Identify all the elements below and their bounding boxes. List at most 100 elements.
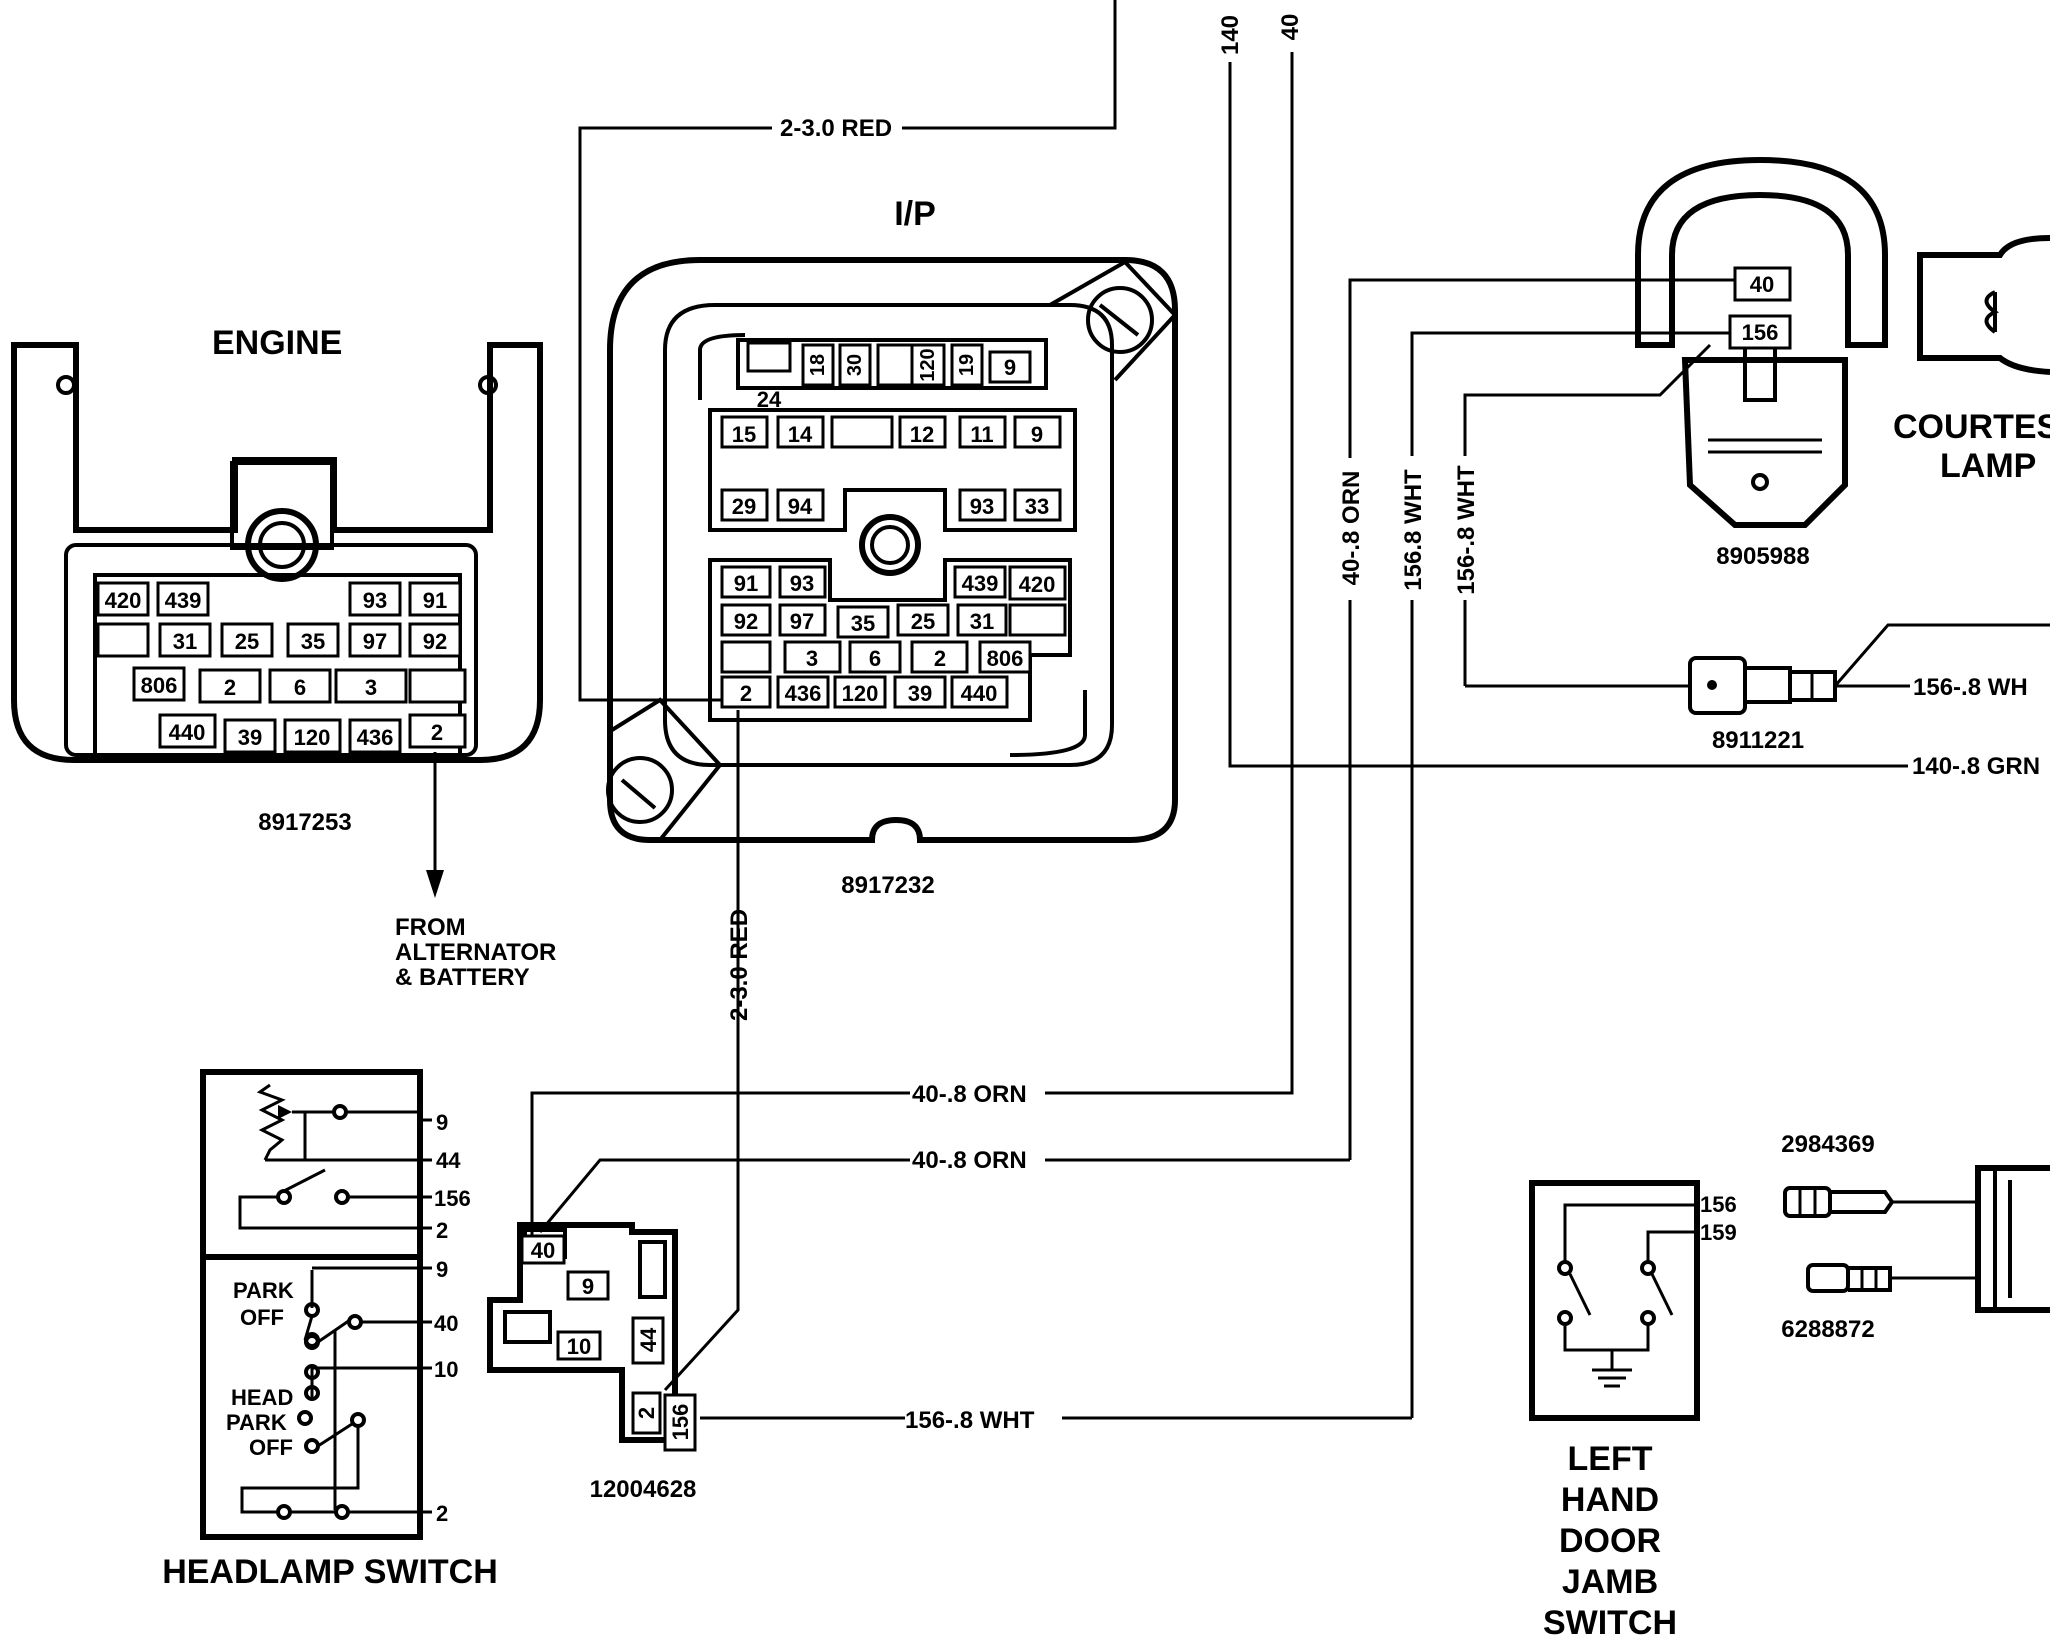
svg-text:35: 35 (301, 629, 325, 654)
engine-cell: 31 (158, 622, 212, 658)
ip-cell: 93 (778, 565, 827, 599)
door-jamb-title-3: DOOR (1559, 1522, 1661, 1560)
svg-text:40: 40 (1750, 272, 1774, 297)
svg-text:9: 9 (436, 1257, 448, 1282)
ip-cell: 91 (720, 565, 772, 599)
svg-text:440: 440 (961, 681, 998, 706)
engine-fuse-block: ENGINE 420 439 93 91 31 25 35 97 92 806 … (11, 324, 543, 836)
engine-cell: 91 (408, 581, 462, 617)
ip-cell: 440 (950, 675, 1009, 709)
wire-2-red-vertical: 2-3.0 RED (663, 710, 753, 1392)
svg-text:9: 9 (436, 1110, 448, 1135)
svg-text:420: 420 (1019, 572, 1056, 597)
svg-text:93: 93 (790, 571, 814, 596)
engine-cell: 92 (408, 622, 462, 658)
svg-text:25: 25 (235, 629, 259, 654)
ip-cell: 18 (801, 343, 835, 387)
right-connectors: 2984369 6288872 (1781, 1131, 2050, 1343)
headlamp-lower-pins: 9 40 10 2 (434, 1257, 458, 1526)
svg-text:2: 2 (634, 1407, 659, 1419)
door-jamb-pin-159: 159 (1700, 1220, 1737, 1245)
engine-cell: 436 (348, 718, 402, 754)
svg-text:156.8 WHT: 156.8 WHT (1400, 469, 1427, 591)
ip-cell: 35 (836, 605, 890, 639)
headlamp-switch: 9 44 156 2 9 (162, 1069, 498, 1591)
lamp-title-line-2: LAMP (1940, 447, 2036, 485)
svg-text:40-.8 ORN: 40-.8 ORN (912, 1081, 1027, 1108)
ip-cell: 97 (778, 603, 827, 637)
lamp-part-number: 8905988 (1716, 543, 1809, 570)
svg-text:94: 94 (788, 494, 813, 519)
wire-156-wht-vertical: 156.8 WHT (1400, 331, 1735, 1418)
svg-text:2: 2 (934, 646, 946, 671)
from-note-line-3: & BATTERY (395, 964, 530, 991)
svg-text:120: 120 (294, 725, 331, 750)
engine-cell: 440 (158, 713, 217, 749)
ip-cell: 2 (910, 640, 969, 674)
svg-text:12: 12 (910, 422, 934, 447)
svg-text:97: 97 (363, 629, 387, 654)
svg-text:10: 10 (567, 1334, 591, 1359)
ip-cell: 39 (893, 675, 947, 709)
svg-text:2: 2 (436, 1501, 448, 1526)
svg-text:93: 93 (363, 588, 387, 613)
wire-156-wht-lamp-feed: 156-.8 WHT (1453, 343, 1712, 688)
engine-cell: 3 (334, 668, 408, 704)
ip-cell: 6 (848, 640, 902, 674)
ip-lower-group: 91 93 439 420 92 97 35 25 31 3 6 2 806 2… (708, 558, 1072, 722)
engine-cell: 6 (268, 668, 332, 704)
wire-40-orn-upper: 40-.8 ORN (530, 1081, 1027, 1238)
ip-cell: 93 (958, 488, 1007, 522)
engine-cell: 35 (286, 622, 340, 658)
ip-cell: 120 (833, 675, 887, 709)
engine-cell: 420 (96, 581, 150, 617)
svg-text:25: 25 (911, 609, 935, 634)
lamp-cell-40: 40 (1733, 266, 1792, 302)
svg-text:30: 30 (844, 354, 866, 376)
svg-text:15: 15 (732, 422, 756, 447)
wire-156-wht-bottom: 156-.8 WHT (700, 1407, 1412, 1434)
svg-text:156-.8 WHT: 156-.8 WHT (905, 1407, 1035, 1434)
svg-text:2: 2 (224, 675, 236, 700)
svg-text:2: 2 (436, 1218, 448, 1243)
ip-cell: 24 (746, 341, 792, 412)
lamp-cell-156: 156 (1728, 314, 1792, 350)
door-jamb-title-2: HAND (1561, 1481, 1659, 1519)
svg-text:31: 31 (970, 609, 994, 634)
svg-text:440: 440 (169, 720, 206, 745)
svg-text:24: 24 (757, 387, 782, 412)
wire-40-orn-lower: 40-.8 ORN (538, 1147, 1350, 1233)
ip-cell: 94 (776, 488, 825, 522)
lamp-title-line-1: COURTES (1893, 408, 2050, 446)
svg-text:91: 91 (734, 571, 758, 596)
ip-cell: 9 (1013, 415, 1062, 449)
svg-text:140: 140 (1217, 15, 1244, 55)
svg-text:40: 40 (1277, 14, 1304, 41)
connector-part-upper: 2984369 (1781, 1131, 1874, 1158)
svg-text:39: 39 (238, 725, 262, 750)
svg-text:11: 11 (970, 422, 993, 447)
engine-cells: 420 439 93 91 31 25 35 97 92 806 2 6 3 4… (96, 581, 467, 754)
engine-cell: 439 (156, 581, 210, 617)
svg-text:2: 2 (431, 720, 443, 745)
svg-text:420: 420 (105, 588, 142, 613)
wire-top-red: 2-3.0 RED (578, 0, 1117, 702)
ip-cell: 11 (958, 415, 1007, 449)
svg-text:PARK: PARK (226, 1410, 287, 1435)
svg-text:156: 156 (668, 1404, 693, 1441)
connector-8911221: 8911221 (1688, 656, 1837, 754)
svg-text:14: 14 (788, 422, 813, 447)
connector-cell-40: 40 (520, 1234, 566, 1265)
svg-text:92: 92 (423, 629, 447, 654)
courtesy-lamp: 40 156 8905988 COURTES LAMP (1635, 156, 2050, 570)
wire-140-riser: 140 (1217, 15, 1908, 768)
svg-text:439: 439 (962, 571, 999, 596)
wire-40-orn-vertical: 40-.8 ORN (1338, 278, 1735, 1160)
svg-text:PARK: PARK (233, 1278, 294, 1303)
alternator-feed: FROM ALTERNATOR & BATTERY (395, 752, 556, 991)
ip-part-number: 8917232 (841, 872, 934, 899)
door-jamb-title-1: LEFT (1568, 1440, 1653, 1478)
svg-text:3: 3 (806, 646, 818, 671)
connector-part-lower: 6288872 (1781, 1316, 1874, 1343)
ip-fuse-block: I/P 24 18 30 120 19 9 15 14 12 (606, 195, 1178, 899)
